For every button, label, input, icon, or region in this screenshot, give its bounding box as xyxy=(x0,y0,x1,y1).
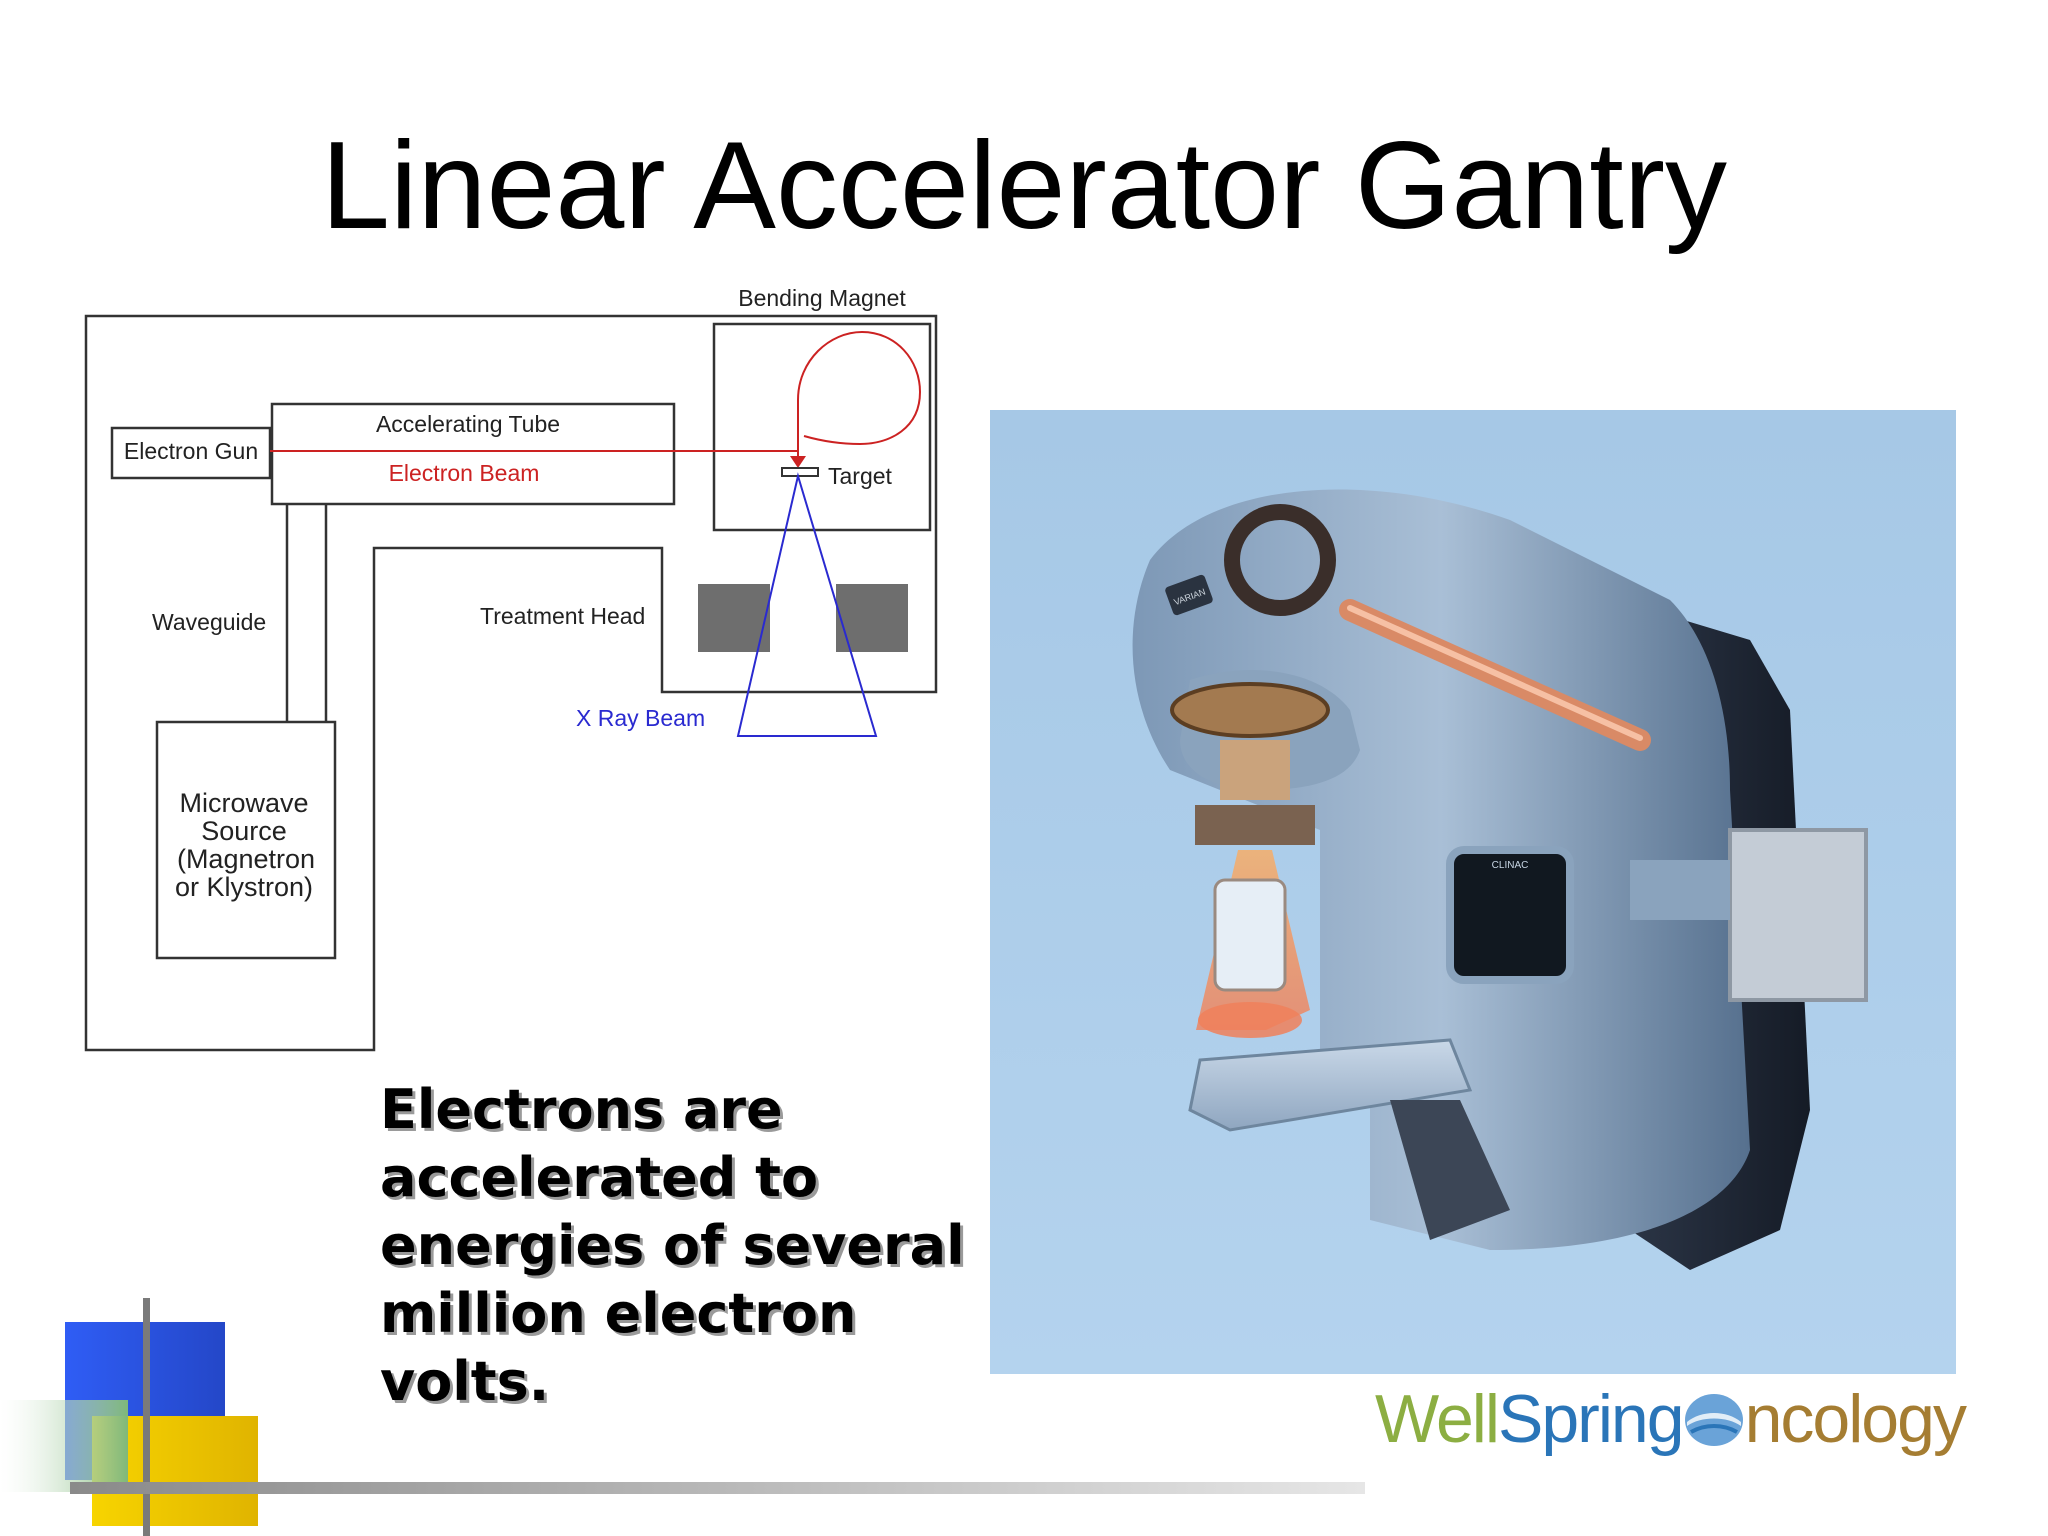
xray-beam-cone xyxy=(736,472,878,737)
logo-well: Well xyxy=(1375,1381,1500,1457)
microwave-line-3: (Magnetron xyxy=(177,844,315,874)
beam-spot xyxy=(1198,1002,1302,1038)
globe-icon xyxy=(1684,1394,1743,1446)
couch-tray xyxy=(1188,1038,1473,1132)
microwave-line-2: Source xyxy=(201,816,287,846)
beam-cassette xyxy=(1213,878,1287,992)
target-plate xyxy=(781,467,819,477)
body-line-2: accelerated to xyxy=(380,1146,819,1209)
linac-gantry-machine-image: CLINAC VARIAN xyxy=(990,410,1956,1374)
accelerating-tube-box xyxy=(270,402,676,506)
collimator-left xyxy=(698,584,770,652)
internal-ring xyxy=(1170,682,1330,738)
label-waveguide: Waveguide xyxy=(152,609,266,635)
logo-spring: Spring xyxy=(1498,1381,1685,1457)
decor-green-bar xyxy=(0,1400,128,1492)
side-detector xyxy=(1728,828,1868,1002)
microwave-source-box xyxy=(155,720,337,960)
microwave-line-1: Microwave xyxy=(179,788,308,818)
bending-magnet-box xyxy=(712,322,932,532)
clinac-label: CLINAC xyxy=(1492,860,1529,871)
internal-block-2 xyxy=(1195,805,1315,845)
label-bending-magnet: Bending Magnet xyxy=(738,285,906,311)
bending-magnet-loop xyxy=(797,330,922,463)
wellspring-oncology-logo: WellSpring ncology xyxy=(1375,1380,1967,1470)
label-electron-gun: Electron Gun xyxy=(124,438,258,464)
label-target: Target xyxy=(828,463,893,489)
decor-horizontal-line xyxy=(70,1482,1365,1494)
varian-badge xyxy=(1165,574,1213,616)
body-line-1: Electrons are xyxy=(380,1078,783,1141)
label-xray-beam: X Ray Beam xyxy=(576,705,705,731)
slide-title: Linear Accelerator Gantry xyxy=(320,117,1728,255)
body-line-5: volts. xyxy=(380,1350,550,1413)
couch-arm xyxy=(1390,1100,1510,1240)
body-text: Electrons are accelerated to energies of… xyxy=(380,1076,1000,1416)
clinac-panel xyxy=(1446,846,1574,984)
internal-wheel xyxy=(1224,504,1336,616)
label-accelerating-tube: Accelerating Tube xyxy=(376,411,560,437)
internal-block xyxy=(1220,740,1290,800)
waveguide xyxy=(285,504,328,722)
waveguide-tube-highlight xyxy=(1347,605,1643,741)
electron-gun-box xyxy=(110,426,272,480)
beam-arrow xyxy=(790,456,806,468)
microwave-line-4: or Klystron) xyxy=(175,872,313,902)
logo-oncology: ncology xyxy=(1744,1381,1967,1457)
body-line-3: energies of several xyxy=(380,1214,965,1277)
label-electron-beam: Electron Beam xyxy=(389,460,540,486)
gantry-outline xyxy=(84,314,938,1052)
label-microwave-source: Microwave Source (Magnetron or Klystron) xyxy=(175,788,315,902)
decor-vertical-line xyxy=(143,1298,150,1536)
label-treatment-head: Treatment Head xyxy=(480,603,645,629)
body-line-4: million electron xyxy=(380,1282,857,1345)
side-arm xyxy=(1630,860,1730,920)
